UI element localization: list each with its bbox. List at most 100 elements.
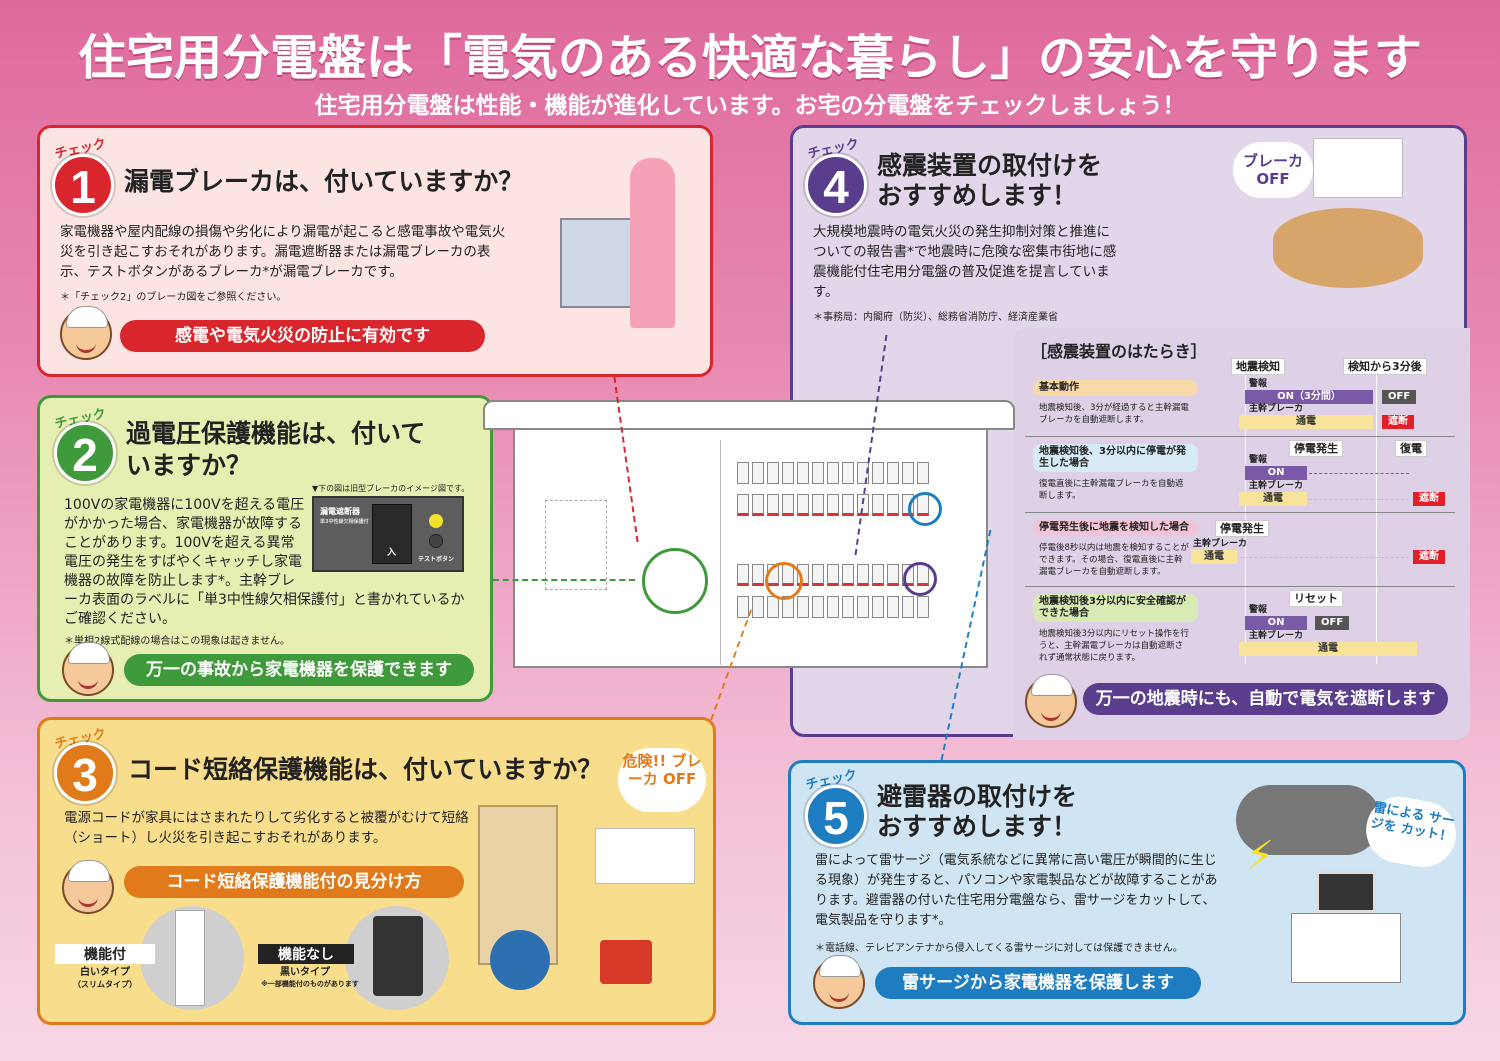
breaker-switch — [872, 564, 884, 586]
highlight-seismic — [903, 562, 937, 596]
breaker-switch — [782, 462, 794, 484]
breaker-switch — [827, 564, 839, 586]
diagram-title: ［感震装置のはたらき］ — [1031, 342, 1207, 361]
check-number-badge: 4 — [805, 154, 867, 216]
panel-banner: 万一の地震時にも、自動で電気を遮断します — [1083, 683, 1448, 715]
distribution-board-lid — [483, 400, 1015, 430]
board-divider — [720, 440, 721, 665]
breaker-switch — [887, 596, 899, 618]
breaker-switch — [812, 596, 824, 618]
breaker-off-bubble: ブレーカ OFF — [1233, 142, 1313, 198]
panel-title: コード短絡保護機能は、付いていますか？ — [128, 755, 603, 784]
white-breaker-illustration — [175, 910, 205, 1006]
breaker-switch — [737, 462, 749, 484]
breaker-label: 漏電遮断器 — [320, 507, 360, 516]
alarm-label: 警報 — [1249, 455, 1268, 465]
main-bar: 通電 — [1239, 642, 1417, 656]
test-button-label: テストボタン — [418, 556, 455, 563]
row-title: 基本動作 — [1033, 380, 1198, 396]
table-illustration — [1273, 208, 1423, 288]
row-title: 停電発生後に地震を検知した場合 — [1033, 520, 1198, 536]
check-number-badge: 5 — [805, 785, 867, 847]
breaker-switch — [857, 494, 869, 516]
breaker-switch — [857, 564, 869, 586]
woman-illustration — [630, 158, 675, 328]
board-slot — [545, 500, 607, 590]
breaker-switch — [842, 462, 854, 484]
breaker-switch — [887, 564, 899, 586]
breaker-character-illustration — [595, 828, 695, 884]
panel-note: ＊「チェック2」のブレーカ図をご参照ください。 — [60, 292, 287, 303]
indicator-lamp-icon — [429, 514, 443, 528]
breaker-switch — [737, 596, 749, 618]
panel-note: ＊電話線、テレビアンテナから侵入してくる雷サージに対しては保護できません。 — [815, 943, 1183, 954]
breaker-switch — [917, 462, 929, 484]
main-bar: 通電 — [1191, 550, 1237, 564]
with-function-label: 機能付 — [55, 944, 155, 964]
panel-title: 漏電ブレーカは、付いていますか？ — [124, 167, 524, 196]
check-2-panel: チェック 2 過電圧保護機能は、付いていますか？ ▼下の図は旧型ブレーカのイメー… — [37, 395, 493, 702]
page-title: 住宅用分電盤は「電気のある快適な暮らし」の安心を守ります — [77, 30, 1422, 86]
without-function-sub: ※一部機能付のものがあります — [261, 980, 359, 988]
breaker-switch — [812, 564, 824, 586]
alarm-label: 警報 — [1249, 605, 1268, 615]
panel-note: ＊単相2線式配線の場合はこの現象は起きません。 — [64, 636, 291, 647]
washing-machine-illustration — [560, 218, 640, 308]
main-cut: 遮断 — [1382, 415, 1414, 429]
mascot-icon — [62, 860, 114, 914]
main-cut: 遮断 — [1413, 550, 1445, 564]
main-breaker-label: 主幹ブレーカ — [1249, 631, 1304, 641]
breaker-switch — [812, 462, 824, 484]
alarm-bar: ON — [1245, 616, 1307, 630]
breaker-switch — [752, 494, 764, 516]
panel-body: 100Vの家電機器に100Vを超える電圧がかかった場合、家電機器が故障することが… — [64, 497, 465, 627]
breaker-switch — [857, 596, 869, 618]
breaker-character-illustration — [1313, 138, 1403, 198]
panel-title-line2: おすすめします！ — [877, 181, 1078, 210]
breaker-switch — [857, 462, 869, 484]
with-function-desc: 白いタイプ — [80, 967, 130, 978]
alarm-label: 警報 — [1249, 379, 1268, 389]
check-5-panel: チェック 5 避雷器の取付けを おすすめします！ 雷によって雷サージ（電気系統な… — [788, 760, 1466, 1025]
header-detect: 地震検知 — [1231, 358, 1285, 375]
panel-body: 大規模地震時の電気火災の発生抑制対策と推進についての報告書*で地震時に危険な密集… — [813, 224, 1117, 300]
image-note: ▼下の図は旧型ブレーカのイメージ図です。 — [312, 484, 470, 493]
highlight-surge — [908, 492, 942, 526]
breaker-switch — [827, 494, 839, 516]
breaker-switch — [887, 494, 899, 516]
breaker-switch — [872, 462, 884, 484]
check-number-badge: 1 — [52, 154, 114, 216]
highlight-overvoltage — [642, 548, 708, 614]
panel-banner: 万一の事故から家電機器を保護できます — [124, 654, 474, 686]
lightning-icon: ⚡ — [1246, 833, 1275, 879]
breaker-switch — [872, 494, 884, 516]
pointer-line-2 — [493, 579, 635, 581]
check-number-badge: 3 — [54, 742, 116, 804]
panel-title: 過電圧保護機能は、付いていますか？ — [126, 419, 426, 480]
breaker-switch — [917, 596, 929, 618]
breaker-character-illustration — [1291, 913, 1401, 983]
breaker-switch — [797, 494, 809, 516]
main-cut: 遮断 — [1413, 492, 1445, 506]
without-function-label: 機能なし — [258, 944, 354, 964]
test-button-icon — [429, 534, 443, 548]
breaker-switch — [827, 596, 839, 618]
highlight-short-circuit — [765, 562, 803, 600]
row-desc: 地震検知後、3分が経過すると主幹漏電ブレーカを自動遮断します。 — [1039, 403, 1189, 425]
main-breaker-label: 主幹ブレーカ — [1249, 481, 1304, 491]
breaker-illustration: 漏電遮断器 単3中性線欠相保護付 入 テストボタン — [312, 496, 464, 572]
panel-title-line1: 避雷器の取付けを — [877, 782, 1078, 811]
mascot-icon — [60, 306, 112, 360]
mascot-icon — [62, 642, 114, 696]
breaker-switch — [872, 596, 884, 618]
breaker-switch: 入 — [387, 548, 397, 558]
row-title: 地震検知後、3分以内に停電が発生した場合 — [1033, 444, 1198, 472]
breaker-switch — [767, 494, 779, 516]
check-number-badge: 2 — [54, 422, 116, 484]
with-function-sub: （スリムタイプ） — [73, 980, 137, 989]
breaker-row — [737, 462, 937, 532]
marker-restore: 復電 — [1395, 440, 1427, 457]
header-3min: 検知から3分後 — [1343, 358, 1427, 375]
panel-body: 雷によって雷サージ（電気系統などに異常に高い電圧が瞬間的に生じる現象）が発生する… — [815, 853, 1218, 928]
marker-outage: 停電発生 — [1215, 520, 1269, 537]
